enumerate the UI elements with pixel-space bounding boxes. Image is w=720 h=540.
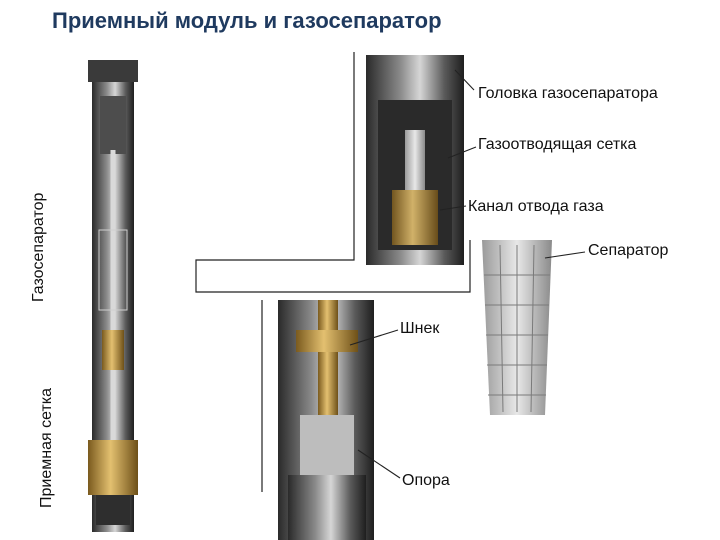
callout-gas-channel: Канал отвода газа	[468, 198, 604, 215]
callout-separator: Сепаратор	[588, 242, 669, 259]
full-assembly	[88, 60, 138, 532]
callout-support: Опора	[402, 472, 450, 489]
page-title: Приемный модуль и газосепаратор	[52, 8, 442, 33]
callout-head: Головка газосепаратора	[478, 85, 658, 102]
side-label-intake-screen: Приемная сетка	[38, 387, 55, 508]
head-detail	[366, 55, 464, 265]
leader-lines	[349, 69, 586, 479]
callout-gas-screen: Газоотводящая сетка	[478, 136, 637, 153]
bracket-lines	[195, 52, 471, 492]
side-label-gas-separator: Газосепаратор	[30, 192, 47, 302]
callout-auger: Шнек	[400, 320, 440, 337]
separator-detail	[482, 240, 552, 415]
auger-support-detail	[278, 300, 374, 540]
